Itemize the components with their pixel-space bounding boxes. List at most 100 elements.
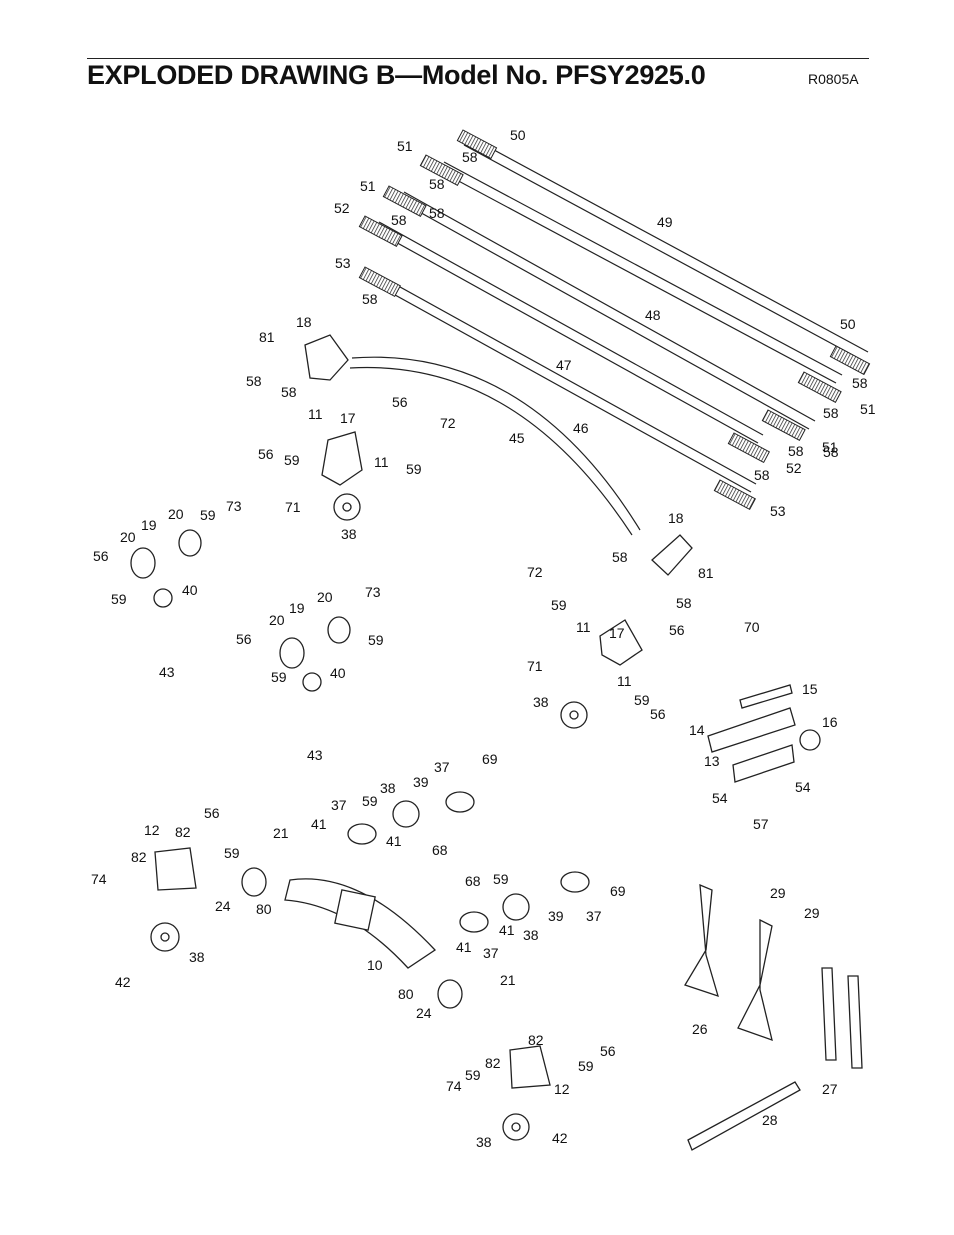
part-callout-18: 18 bbox=[668, 510, 684, 526]
part-callout-29: 29 bbox=[804, 905, 820, 921]
part-callout-59: 59 bbox=[200, 507, 216, 523]
part-callout-69: 69 bbox=[482, 751, 498, 767]
part-callout-42: 42 bbox=[115, 974, 131, 990]
part-callout-49: 49 bbox=[657, 214, 673, 230]
part-callout-42: 42 bbox=[552, 1130, 568, 1146]
part-callout-20: 20 bbox=[269, 612, 285, 628]
part-callout-53: 53 bbox=[335, 255, 351, 271]
part-callout-80: 80 bbox=[256, 901, 272, 917]
drawing-code: R0805A bbox=[808, 71, 859, 87]
part-callout-13: 13 bbox=[704, 753, 720, 769]
part-callout-37: 37 bbox=[331, 797, 347, 813]
part-callout-59: 59 bbox=[465, 1067, 481, 1083]
part-callout-59: 59 bbox=[406, 461, 422, 477]
part-callout-43: 43 bbox=[159, 664, 175, 680]
part-callout-38: 38 bbox=[523, 927, 539, 943]
part-callout-54: 54 bbox=[795, 779, 811, 795]
part-callout-81: 81 bbox=[259, 329, 275, 345]
part-callout-17: 17 bbox=[340, 410, 356, 426]
part-callout-58: 58 bbox=[429, 176, 445, 192]
part-callout-73: 73 bbox=[365, 584, 381, 600]
part-callout-51: 51 bbox=[860, 401, 876, 417]
header-rule bbox=[87, 58, 869, 59]
part-callout-11: 11 bbox=[308, 406, 323, 422]
part-callout-40: 40 bbox=[330, 665, 346, 681]
part-callout-41: 41 bbox=[386, 833, 402, 849]
part-callout-71: 71 bbox=[285, 499, 301, 515]
part-callout-46: 46 bbox=[573, 420, 589, 436]
part-callout-19: 19 bbox=[289, 600, 305, 616]
part-callout-68: 68 bbox=[432, 842, 448, 858]
part-callout-52: 52 bbox=[786, 460, 802, 476]
part-callout-14: 14 bbox=[689, 722, 705, 738]
part-callout-56: 56 bbox=[258, 446, 274, 462]
part-callout-41: 41 bbox=[456, 939, 472, 955]
part-callout-58: 58 bbox=[823, 405, 839, 421]
part-callout-59: 59 bbox=[493, 871, 509, 887]
part-callout-59: 59 bbox=[551, 597, 567, 613]
part-callout-50: 50 bbox=[840, 316, 856, 332]
part-callout-51: 51 bbox=[397, 138, 413, 154]
part-callout-58: 58 bbox=[429, 205, 445, 221]
part-callout-82: 82 bbox=[175, 824, 191, 840]
part-callout-70: 70 bbox=[744, 619, 760, 635]
part-callout-12: 12 bbox=[144, 822, 160, 838]
part-callout-39: 39 bbox=[413, 774, 429, 790]
part-callout-37: 37 bbox=[586, 908, 602, 924]
part-callout-38: 38 bbox=[476, 1134, 492, 1150]
part-callout-53: 53 bbox=[770, 503, 786, 519]
part-callout-45: 45 bbox=[509, 430, 525, 446]
part-callout-56: 56 bbox=[236, 631, 252, 647]
part-callout-37: 37 bbox=[434, 759, 450, 775]
page-title: EXPLODED DRAWING B—Model No. PFSY2925.0 bbox=[87, 60, 706, 90]
part-callout-19: 19 bbox=[141, 517, 157, 533]
part-callout-72: 72 bbox=[440, 415, 456, 431]
part-callout-59: 59 bbox=[224, 845, 240, 861]
pulley-assemblies bbox=[130, 334, 863, 1151]
part-callout-56: 56 bbox=[600, 1043, 616, 1059]
part-callout-17: 17 bbox=[609, 625, 625, 641]
part-callout-58: 58 bbox=[676, 595, 692, 611]
part-callout-59: 59 bbox=[368, 632, 384, 648]
part-callout-54: 54 bbox=[712, 790, 728, 806]
part-callout-41: 41 bbox=[499, 922, 515, 938]
part-callout-24: 24 bbox=[416, 1005, 432, 1021]
part-callout-74: 74 bbox=[91, 871, 107, 887]
part-callout-38: 38 bbox=[380, 780, 396, 796]
part-callout-40: 40 bbox=[182, 582, 198, 598]
part-callout-56: 56 bbox=[669, 622, 685, 638]
part-callout-12: 12 bbox=[554, 1081, 570, 1097]
part-callout-58: 58 bbox=[362, 291, 378, 307]
part-callout-58: 58 bbox=[391, 212, 407, 228]
part-callout-56: 56 bbox=[204, 805, 220, 821]
part-callout-18: 18 bbox=[296, 314, 312, 330]
part-callout-72: 72 bbox=[527, 564, 543, 580]
part-callout-38: 38 bbox=[533, 694, 549, 710]
part-callout-10: 10 bbox=[367, 957, 383, 973]
part-callout-58: 58 bbox=[246, 373, 262, 389]
part-callout-28: 28 bbox=[762, 1112, 778, 1128]
part-callout-56: 56 bbox=[650, 706, 666, 722]
part-callout-58: 58 bbox=[754, 467, 770, 483]
part-callout-58: 58 bbox=[788, 443, 804, 459]
part-callout-37: 37 bbox=[483, 945, 499, 961]
part-callout-29: 29 bbox=[770, 885, 786, 901]
part-callout-52: 52 bbox=[334, 200, 350, 216]
part-callout-41: 41 bbox=[311, 816, 327, 832]
part-callout-26: 26 bbox=[692, 1021, 708, 1037]
part-callout-11: 11 bbox=[374, 454, 389, 470]
part-callout-47: 47 bbox=[556, 357, 572, 373]
part-callout-80: 80 bbox=[398, 986, 414, 1002]
part-callout-39: 39 bbox=[548, 908, 564, 924]
part-callout-56: 56 bbox=[93, 548, 109, 564]
part-callout-82: 82 bbox=[131, 849, 147, 865]
part-callout-82: 82 bbox=[485, 1055, 501, 1071]
part-callout-51: 51 bbox=[360, 178, 376, 194]
part-callout-20: 20 bbox=[168, 506, 184, 522]
part-callout-11: 11 bbox=[617, 673, 632, 689]
part-callout-73: 73 bbox=[226, 498, 242, 514]
part-callout-59: 59 bbox=[362, 793, 378, 809]
part-callout-48: 48 bbox=[645, 307, 661, 323]
